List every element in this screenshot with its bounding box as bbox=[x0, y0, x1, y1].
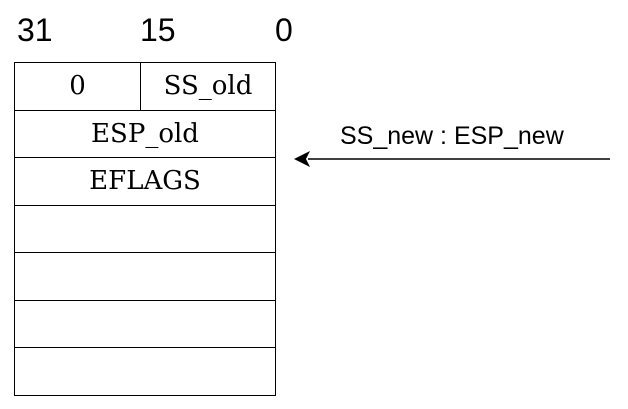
stack-cell-ss-old: SS_old bbox=[163, 71, 253, 102]
bit-label-15: 15 bbox=[140, 12, 176, 48]
stack-row-empty bbox=[15, 206, 275, 253]
bit-label-0: 0 bbox=[275, 12, 293, 48]
bit-label-31: 31 bbox=[17, 12, 53, 48]
stack-cell-zero: 0 bbox=[15, 63, 141, 110]
stack-pointer-arrow-icon bbox=[294, 151, 610, 167]
stack-row-ss: 0 SS_old bbox=[15, 63, 275, 111]
stack-row-eflags: EFLAGS bbox=[15, 158, 275, 206]
stack-row-empty bbox=[15, 253, 275, 301]
stack-diagram: 0 SS_old ESP_old EFLAGS bbox=[14, 62, 276, 396]
stack-pointer-label: SS_new : ESP_new bbox=[340, 122, 564, 150]
stack-row-empty bbox=[15, 301, 275, 348]
stack-row-esp-old: ESP_old bbox=[15, 111, 275, 158]
stack-row-empty bbox=[15, 348, 275, 396]
